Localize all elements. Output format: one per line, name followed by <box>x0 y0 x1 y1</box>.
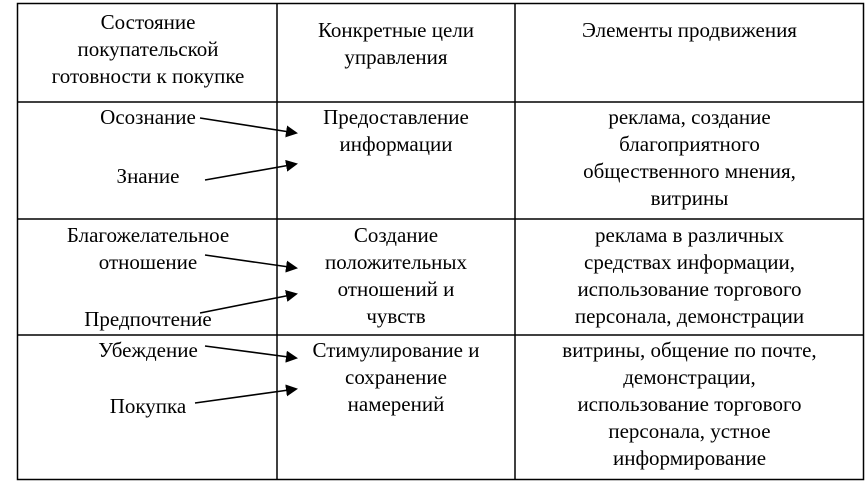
header-readiness-state: Состояние покупательской готовности к по… <box>20 9 276 90</box>
element-line: витрины <box>650 186 729 210</box>
goal-line: положительных <box>324 250 468 274</box>
goal-row-3: Стимулирование и сохранение намерений <box>278 337 514 418</box>
header-line: управления <box>344 45 448 69</box>
header-line: Состояние <box>100 10 196 34</box>
state-preference: Предпочтение <box>20 306 276 333</box>
element-line: реклама, создание <box>608 105 771 129</box>
header-line: Конкретные цели <box>317 18 475 42</box>
goal-line: сохранение <box>345 365 447 389</box>
goal-line: отношений и <box>337 277 455 301</box>
state-goodwill: Благожелательное отношение <box>20 222 276 276</box>
state-label: Покупка <box>109 394 187 418</box>
state-conviction: Убеждение <box>20 337 276 364</box>
state-label: Осознание <box>100 105 196 129</box>
elements-row-2: реклама в различных средствах информации… <box>516 222 863 330</box>
state-label: отношение <box>98 250 198 274</box>
element-line: персонала, демонстрации <box>574 304 805 328</box>
element-line: использование торгового <box>577 277 802 301</box>
goal-line: информации <box>339 132 453 156</box>
goal-row-1: Предоставление информации <box>278 104 514 158</box>
state-purchase: Покупка <box>20 393 276 420</box>
arrow-row1-top <box>199 117 298 138</box>
state-knowledge: Знание <box>20 163 276 190</box>
elements-row-1: реклама, создание благоприятного обществ… <box>516 104 863 212</box>
element-line: реклама в различных <box>595 223 784 247</box>
arrow-row3-top <box>204 345 298 363</box>
element-line: информирование <box>612 446 767 470</box>
arrow-row2-top <box>204 254 298 273</box>
element-line: демонстрации, <box>623 365 756 389</box>
element-line: использование торгового <box>577 392 802 416</box>
goal-line: намерений <box>347 392 445 416</box>
state-label: Предпочтение <box>84 307 212 331</box>
goal-line: Предоставление <box>323 105 469 129</box>
state-awareness: Осознание <box>20 104 276 131</box>
goal-line: Создание <box>353 223 439 247</box>
element-line: персонала, устное <box>608 419 771 443</box>
table-border <box>16 2 865 481</box>
element-line: благоприятного <box>619 132 760 156</box>
header-line: покупательской <box>77 37 219 61</box>
goal-line: чувств <box>366 304 426 328</box>
element-line: витрины, общение по почте, <box>562 338 817 362</box>
arrow-row2-bottom <box>199 290 298 314</box>
state-label: Благожелательное <box>66 223 230 247</box>
goal-row-2: Создание положительных отношений и чувст… <box>278 222 514 330</box>
element-line: общественного мнения, <box>583 159 796 183</box>
header-goals: Конкретные цели управления <box>278 17 514 71</box>
arrow-row3-bottom <box>194 384 298 404</box>
elements-row-3: витрины, общение по почте, демонстрации,… <box>516 337 863 472</box>
goal-line: Стимулирование и <box>312 338 480 362</box>
element-line: средствах информации, <box>584 250 795 274</box>
header-line: готовности к покупке <box>51 64 245 88</box>
header-line: Элементы продвижения <box>582 18 797 42</box>
state-label: Убеждение <box>98 338 198 362</box>
arrow-row1-bottom <box>204 159 298 181</box>
state-label: Знание <box>116 164 180 188</box>
header-promotion-elements: Элементы продвижения <box>516 17 863 44</box>
